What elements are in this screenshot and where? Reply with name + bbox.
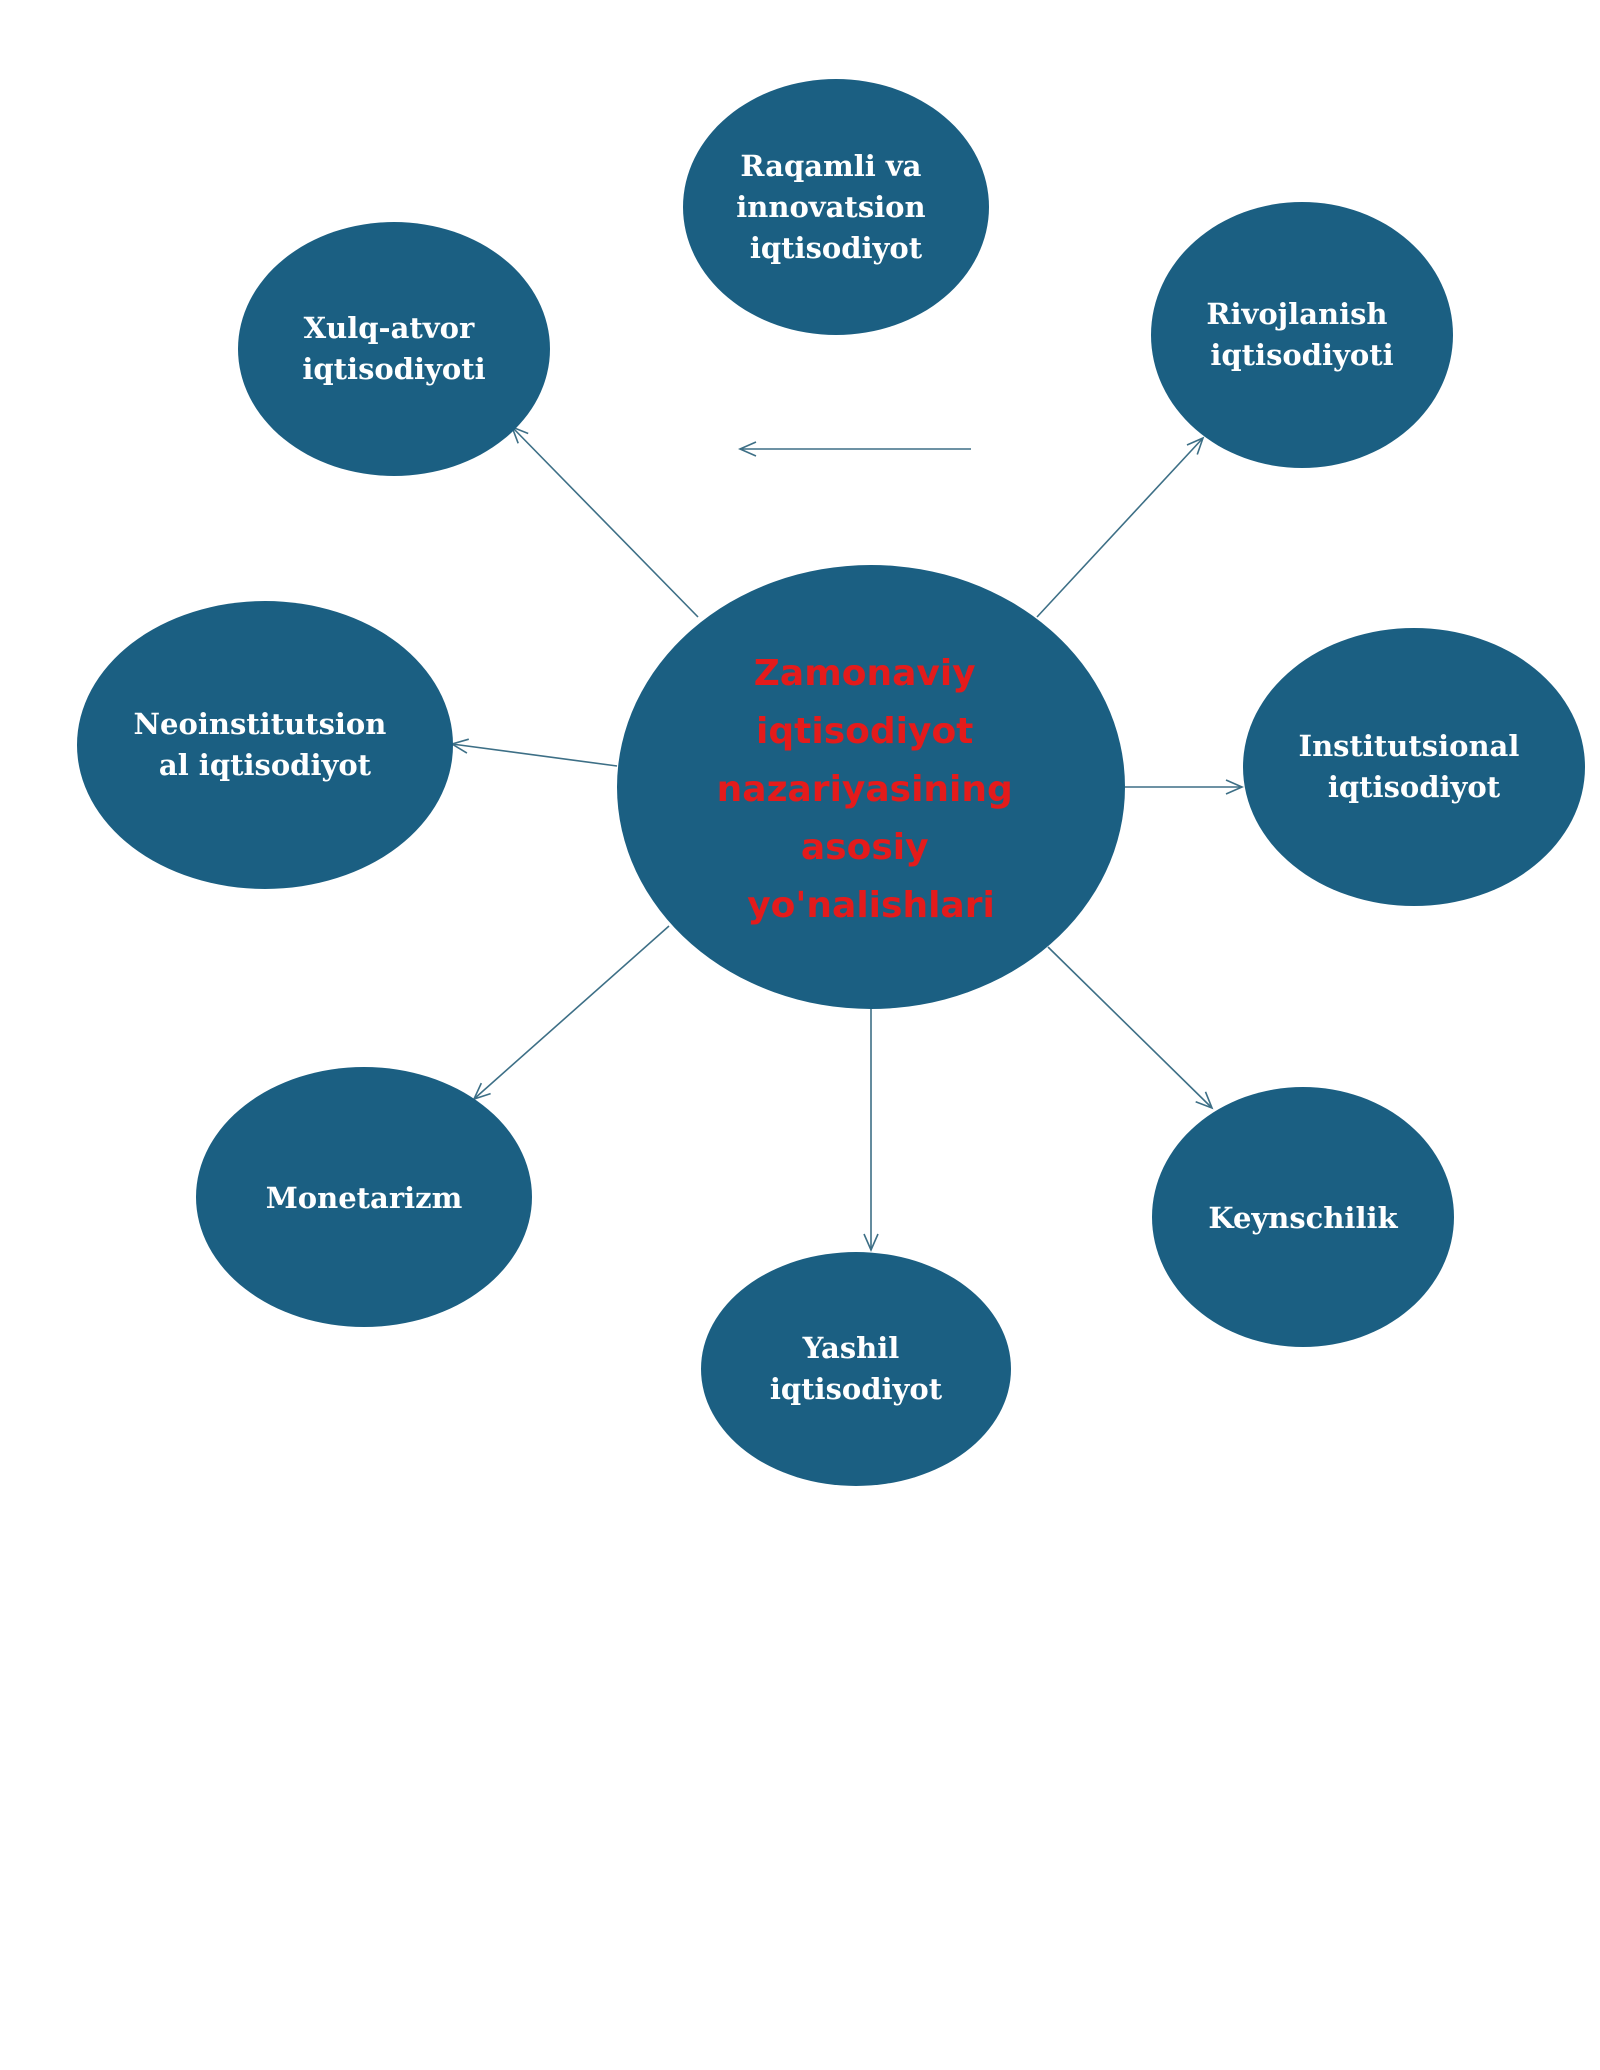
node-label-line: iqtisodiyot <box>750 231 923 265</box>
node-label-line: Monetarizm <box>266 1181 463 1215</box>
node-label-line: Neoinstitutsion <box>134 707 387 741</box>
node-ellipse <box>238 222 550 476</box>
center-label: Zamonaviy iqtisodiyot nazariyasining aso… <box>717 653 1026 926</box>
center-label-line: nazariyasining <box>717 769 1013 810</box>
node-label: Raqamli va innovatsion iqtisodiyot <box>736 149 935 265</box>
center-label-line: asosiy <box>801 827 929 868</box>
node-label-line: innovatsion <box>736 190 925 224</box>
center-node: Zamonaviy iqtisodiyot nazariyasining aso… <box>617 565 1125 1009</box>
node-label-line: Institutsional <box>1299 729 1520 763</box>
node-label-line: iqtisodiyoti <box>302 352 485 386</box>
node-keynschilik: Keynschilik <box>1152 1087 1454 1347</box>
node-ellipse <box>1152 1087 1454 1347</box>
node-rivojlanish: Rivojlanish iqtisodiyoti <box>1151 202 1453 468</box>
node-ellipse <box>701 1252 1011 1486</box>
node-label-line: Raqamli va <box>740 149 921 183</box>
center-label-line: Zamonaviy <box>754 653 976 694</box>
node-ellipse <box>1243 628 1585 906</box>
connector-xulq-atvor <box>510 425 699 618</box>
node-label-line: Keynschilik <box>1208 1201 1398 1235</box>
center-ellipse <box>617 565 1125 1009</box>
node-label: Rivojlanish iqtisodiyoti <box>1206 297 1397 372</box>
node-monetarizm: Monetarizm <box>196 1067 532 1327</box>
node-neoinstitutsional: Neoinstitutsion al iqtisodiyot <box>77 601 453 889</box>
node-label: Neoinstitutsion al iqtisodiyot <box>134 707 397 782</box>
node-raqamli: Raqamli va innovatsion iqtisodiyot <box>683 79 989 335</box>
node-ellipse <box>683 79 989 335</box>
node-ellipse <box>196 1067 532 1327</box>
node-label-line: Xulq-atvor <box>304 311 475 345</box>
node-label-line: iqtisodiyoti <box>1210 338 1393 372</box>
node-label-line: al iqtisodiyot <box>159 748 372 782</box>
connectors <box>450 425 1244 1252</box>
center-label-line: iqtisodiyot <box>756 711 973 752</box>
node-label: Keynschilik <box>1208 1201 1398 1235</box>
node-institutsional: Institutsional iqtisodiyot <box>1243 628 1585 906</box>
node-label: Institutsional iqtisodiyot <box>1299 729 1530 804</box>
connector-keynschilik <box>1047 946 1214 1110</box>
node-ellipse <box>77 601 453 889</box>
center-label-line: yo'nalishlari <box>747 885 995 926</box>
node-ellipse <box>1151 202 1453 468</box>
node-label: Monetarizm <box>266 1181 463 1215</box>
node-label-line: iqtisodiyot <box>1328 770 1501 804</box>
node-label-line: iqtisodiyot <box>770 1372 943 1406</box>
node-label: Yashil iqtisodiyot <box>770 1331 943 1406</box>
connector-rivojlanish <box>1036 436 1205 618</box>
connector-monetarizm <box>472 925 670 1101</box>
node-xulq-atvor: Xulq-atvor iqtisodiyoti <box>238 222 550 476</box>
node-label: Xulq-atvor iqtisodiyoti <box>302 311 485 386</box>
node-label-line: Yashil <box>802 1331 900 1365</box>
node-label-line: Rivojlanish <box>1206 297 1387 331</box>
node-yashil: Yashil iqtisodiyot <box>701 1252 1011 1486</box>
connector-neoinstitutsional <box>450 738 618 767</box>
